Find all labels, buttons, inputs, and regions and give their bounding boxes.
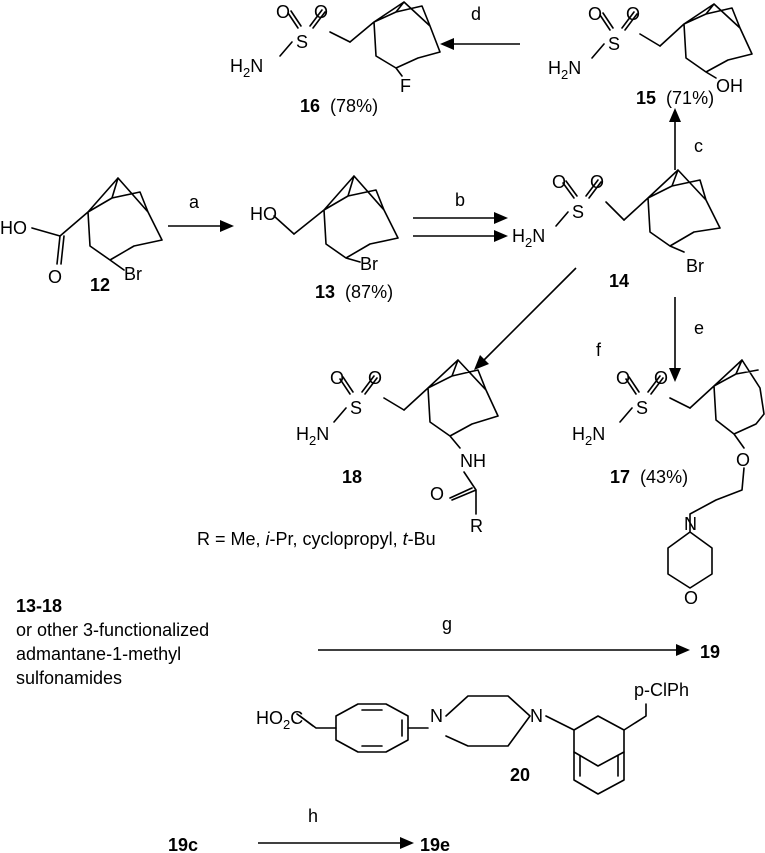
atom-s-17: S	[636, 398, 648, 418]
arrow-label-d: d	[471, 4, 481, 24]
compound-16-yield: (78%)	[330, 96, 378, 116]
atom-h2n-18: H2N	[296, 424, 329, 448]
arrow-label-c: c	[694, 136, 703, 156]
arrow-b: b	[413, 190, 508, 242]
atom-ho-12: HO	[0, 218, 27, 238]
arrow-d: d	[440, 4, 520, 50]
atom-s-16: S	[296, 32, 308, 52]
atom-o-15a: O	[588, 4, 602, 24]
atom-h2n-17: H2N	[572, 424, 605, 448]
atom-h2n-14: H2N	[512, 226, 545, 250]
compound-12-label: 12	[90, 275, 110, 295]
atom-s-18: S	[350, 398, 362, 418]
substrate-description-line: or other 3-functionalized	[16, 620, 210, 640]
atom-br-14: Br	[686, 256, 704, 276]
atom-o-18c: O	[430, 484, 444, 504]
arrow-f: f	[474, 267, 602, 370]
compound-17-yield: (43%)	[640, 467, 688, 487]
compound-16-label: 16	[300, 96, 320, 116]
atom-nh-18: NH	[460, 451, 486, 471]
atom-ho-13: HO	[250, 204, 277, 224]
compound-19-label: 19	[700, 642, 720, 662]
compound-13-caption: 13 (87%)	[315, 282, 393, 302]
atom-o-14a: O	[552, 172, 566, 192]
compound-19e-label: 19e	[420, 835, 450, 853]
compound-16-structure: S O O H2N F 16 (78%)	[230, 1, 441, 116]
atom-ho2c-20: HO2C	[256, 708, 303, 732]
compound-12-structure: HO O Br 12	[0, 177, 163, 295]
atom-s-15: S	[608, 34, 620, 54]
compound-13-yield: (87%)	[345, 282, 393, 302]
compound-16-caption: 16 (78%)	[300, 96, 378, 116]
atom-pclph-20: p-ClPh	[634, 680, 689, 700]
atom-o-17a: O	[616, 368, 630, 388]
compound-20-structure: HO2C N N p-ClPh 20	[256, 680, 689, 795]
atom-o-16b: O	[314, 2, 328, 22]
atom-o-12: O	[48, 267, 62, 287]
substrate-description-line: sulfonamides	[16, 668, 123, 688]
arrow-label-g: g	[442, 614, 452, 634]
compound-13-label: 13	[315, 282, 335, 302]
arrow-label-f: f	[596, 340, 602, 360]
atom-r-18: R	[470, 516, 483, 536]
atom-s-14: S	[572, 202, 584, 222]
atom-o-14b: O	[590, 172, 604, 192]
arrow-label-b: b	[455, 190, 465, 210]
compound-15-label: 15	[636, 88, 656, 108]
atom-o-18b: O	[368, 368, 382, 388]
atom-h2n-15: H2N	[548, 58, 581, 82]
arrow-label-e: e	[694, 318, 704, 338]
compound-17-structure: S O O H2N O N O 17 (43%)	[572, 359, 765, 608]
arrow-label-a: a	[189, 192, 200, 212]
atom-oh-15: OH	[716, 76, 743, 96]
compound-17-caption: 17 (43%)	[610, 467, 688, 487]
compound-14-label: 14	[609, 271, 629, 291]
atom-h2n-16: H2N	[230, 56, 263, 80]
compound-14-structure: S O O H2N Br 14	[512, 169, 721, 291]
atom-n-20b: N	[530, 706, 543, 726]
compound-range-label: 13-18	[16, 596, 63, 616]
arrow-g: g	[318, 614, 690, 656]
r-group-definition: R = Me, i-Pr, cyclopropyl, t-Bu	[197, 529, 436, 549]
atom-o-17c: O	[736, 450, 750, 470]
compound-19c-label: 19c	[168, 835, 198, 853]
atom-n-17: N	[684, 514, 697, 534]
atom-o-17b: O	[654, 368, 668, 388]
arrow-label-h: h	[308, 806, 318, 826]
atom-n-20a: N	[430, 706, 443, 726]
atom-br-12: Br	[124, 264, 142, 284]
compound-15-yield: (71%)	[666, 88, 714, 108]
arrow-a: a	[168, 192, 234, 232]
compound-20-label: 20	[510, 765, 530, 785]
atom-o-16a: O	[276, 2, 290, 22]
compound-15-caption: 15 (71%)	[636, 88, 714, 108]
atom-br-13: Br	[360, 254, 378, 274]
arrow-e: e	[669, 297, 704, 382]
atom-o-17d: O	[684, 588, 698, 608]
arrow-c: c	[669, 108, 703, 170]
compound-17-label: 17	[610, 467, 630, 487]
reaction-g-substrates: 13-18 or other 3-functionalized admantan…	[16, 594, 209, 690]
substrate-description-line: admantane-1-methyl	[16, 644, 182, 664]
atom-o-15b: O	[626, 4, 640, 24]
compound-15-structure: S O O H2N OH 15 (71%)	[548, 3, 753, 108]
atom-f-16: F	[400, 76, 411, 96]
atom-o-18a: O	[330, 368, 344, 388]
compound-18-structure: S O O H2N NH O R 18	[296, 359, 499, 536]
compound-18-label: 18	[342, 467, 362, 487]
arrow-h: h	[258, 806, 414, 849]
compound-13-structure: HO Br 13 (87%)	[250, 175, 399, 302]
